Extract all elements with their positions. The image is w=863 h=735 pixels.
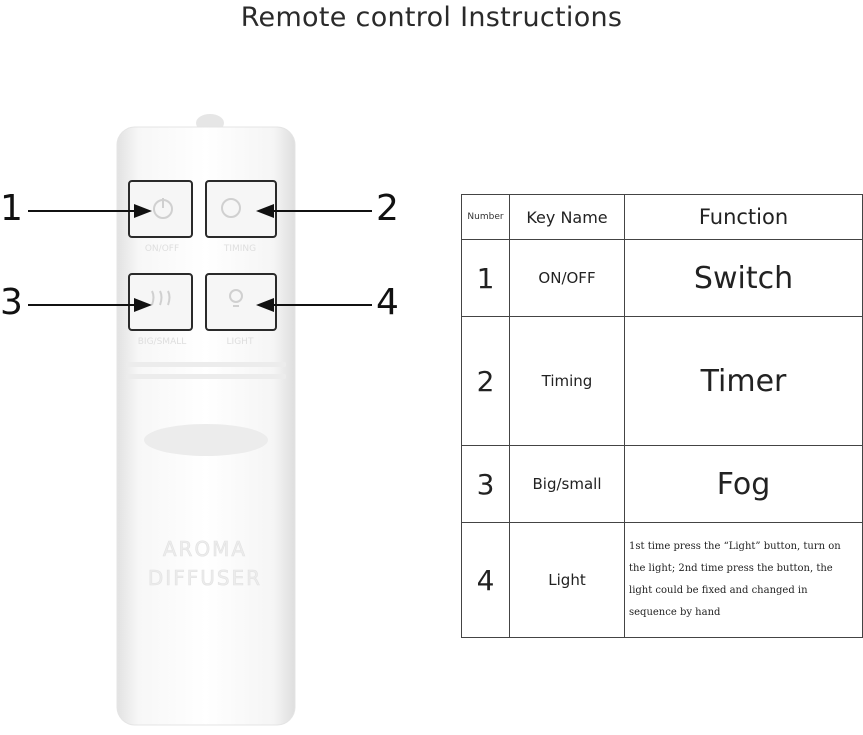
remote-button-2[interactable] bbox=[205, 180, 277, 238]
row-key-name: Light bbox=[509, 522, 625, 638]
arrow-3 bbox=[28, 298, 152, 312]
remote-groove bbox=[126, 362, 286, 367]
row-key-name: Big/small bbox=[509, 445, 625, 523]
callout-1: 1 bbox=[0, 188, 23, 229]
arrow-1 bbox=[28, 204, 152, 218]
row-number: 1 bbox=[461, 239, 510, 317]
row-number: 3 bbox=[461, 445, 510, 523]
page-title: Remote control Instructions bbox=[240, 2, 623, 33]
row-number: 4 bbox=[461, 522, 510, 638]
instructions-table: Number Key Name Function 1 ON/OFF Switch… bbox=[461, 194, 863, 638]
remote-brand-line1: AROMA bbox=[163, 537, 247, 561]
header-number: Number bbox=[461, 194, 510, 240]
row-function: Timer bbox=[624, 316, 863, 446]
table-row: 3 Big/small Fog bbox=[461, 445, 863, 523]
arrow-4 bbox=[256, 298, 372, 312]
remote-button-label: TIMING bbox=[223, 244, 256, 254]
remote-recess bbox=[144, 424, 268, 456]
table-row: 4 Light 1st time press the “Light” butto… bbox=[461, 522, 863, 638]
remote-brand-line2: DIFFUSER bbox=[148, 566, 262, 590]
callout-2: 2 bbox=[376, 188, 399, 229]
remote-button-label: ON/OFF bbox=[145, 244, 179, 254]
arrow-2 bbox=[256, 204, 372, 218]
remote-button-label: BIG/SMALL bbox=[138, 337, 187, 347]
row-number: 2 bbox=[461, 316, 510, 446]
callout-3: 3 bbox=[0, 282, 23, 323]
header-key-name: Key Name bbox=[509, 194, 625, 240]
remote-button-1[interactable] bbox=[128, 180, 193, 238]
remote-button-label: LIGHT bbox=[227, 337, 254, 347]
table-header-row: Number Key Name Function bbox=[461, 194, 863, 240]
header-function: Function bbox=[624, 194, 863, 240]
remote-button-4[interactable] bbox=[205, 273, 277, 331]
row-key-name: ON/OFF bbox=[509, 239, 625, 317]
table-row: 2 Timing Timer bbox=[461, 316, 863, 446]
remote-button-3[interactable] bbox=[128, 273, 193, 331]
row-function-description: 1st time press the “Light” button, turn … bbox=[624, 522, 863, 638]
row-function: Switch bbox=[624, 239, 863, 317]
callout-4: 4 bbox=[376, 282, 399, 323]
table-row: 1 ON/OFF Switch bbox=[461, 239, 863, 317]
remote-groove bbox=[126, 374, 286, 379]
row-function: Fog bbox=[624, 445, 863, 523]
row-key-name: Timing bbox=[509, 316, 625, 446]
